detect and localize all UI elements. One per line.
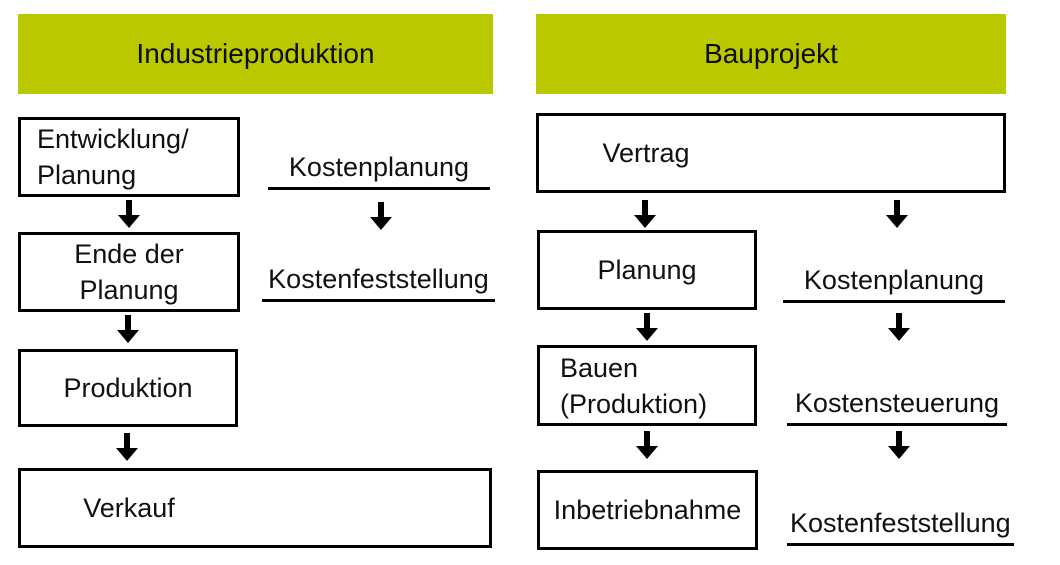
down-arrow-icon <box>116 433 138 461</box>
down-arrow-icon <box>888 313 910 341</box>
step-box-line: Planung <box>597 255 697 285</box>
down-arrow-icon <box>886 200 908 228</box>
cost-label-kostensteuerung-right: Kostensteuerung <box>787 389 1007 426</box>
down-arrow-icon <box>636 431 658 459</box>
down-arrow-icon <box>370 202 392 230</box>
cost-label-kostenplanung-left: Kostenplanung <box>268 153 490 190</box>
cost-label-kostenplanung-right: Kostenplanung <box>783 266 1005 303</box>
down-arrow-icon <box>634 200 656 228</box>
step-box-produktion: Produktion <box>18 349 238 427</box>
down-arrow-icon <box>117 315 139 343</box>
step-box-bauen-produktion: Bauen (Produktion) <box>537 345 757 426</box>
cost-label-kostenfeststellung-right: Kostenfeststellung <box>787 509 1014 546</box>
step-box-line: Planung <box>79 275 179 305</box>
step-box-line: Bauen <box>560 352 639 383</box>
column-header-industrieproduktion: Industrieproduktion <box>18 14 493 94</box>
column-header-bauprojekt: Bauprojekt <box>536 14 1006 94</box>
step-box-line: Vertrag <box>602 138 690 168</box>
step-box-verkauf: Verkauf <box>18 468 492 548</box>
step-box-vertrag: Vertrag <box>536 113 1006 193</box>
step-box-line: Entwicklung/ <box>37 124 189 154</box>
step-box-line: Verkauf <box>83 493 175 523</box>
step-box-line: (Produktion) <box>560 388 708 419</box>
step-box-line: Inbetriebnahme <box>553 495 742 525</box>
step-box-line: Planung <box>37 160 137 190</box>
cost-label-kostenfeststellung-left: Kostenfeststellung <box>262 265 495 302</box>
down-arrow-icon <box>118 200 140 228</box>
step-box-ende-der-planung: Ende der Planung <box>18 232 240 312</box>
step-box-planung: Planung <box>537 230 757 310</box>
step-box-entwicklung-planung: Entwicklung/ Planung <box>18 117 240 197</box>
step-box-inbetriebnahme: Inbetriebnahme <box>537 470 758 550</box>
step-box-line: Ende der <box>74 239 184 269</box>
down-arrow-icon <box>636 313 658 341</box>
down-arrow-icon <box>888 431 910 459</box>
step-box-line: Produktion <box>63 373 193 403</box>
